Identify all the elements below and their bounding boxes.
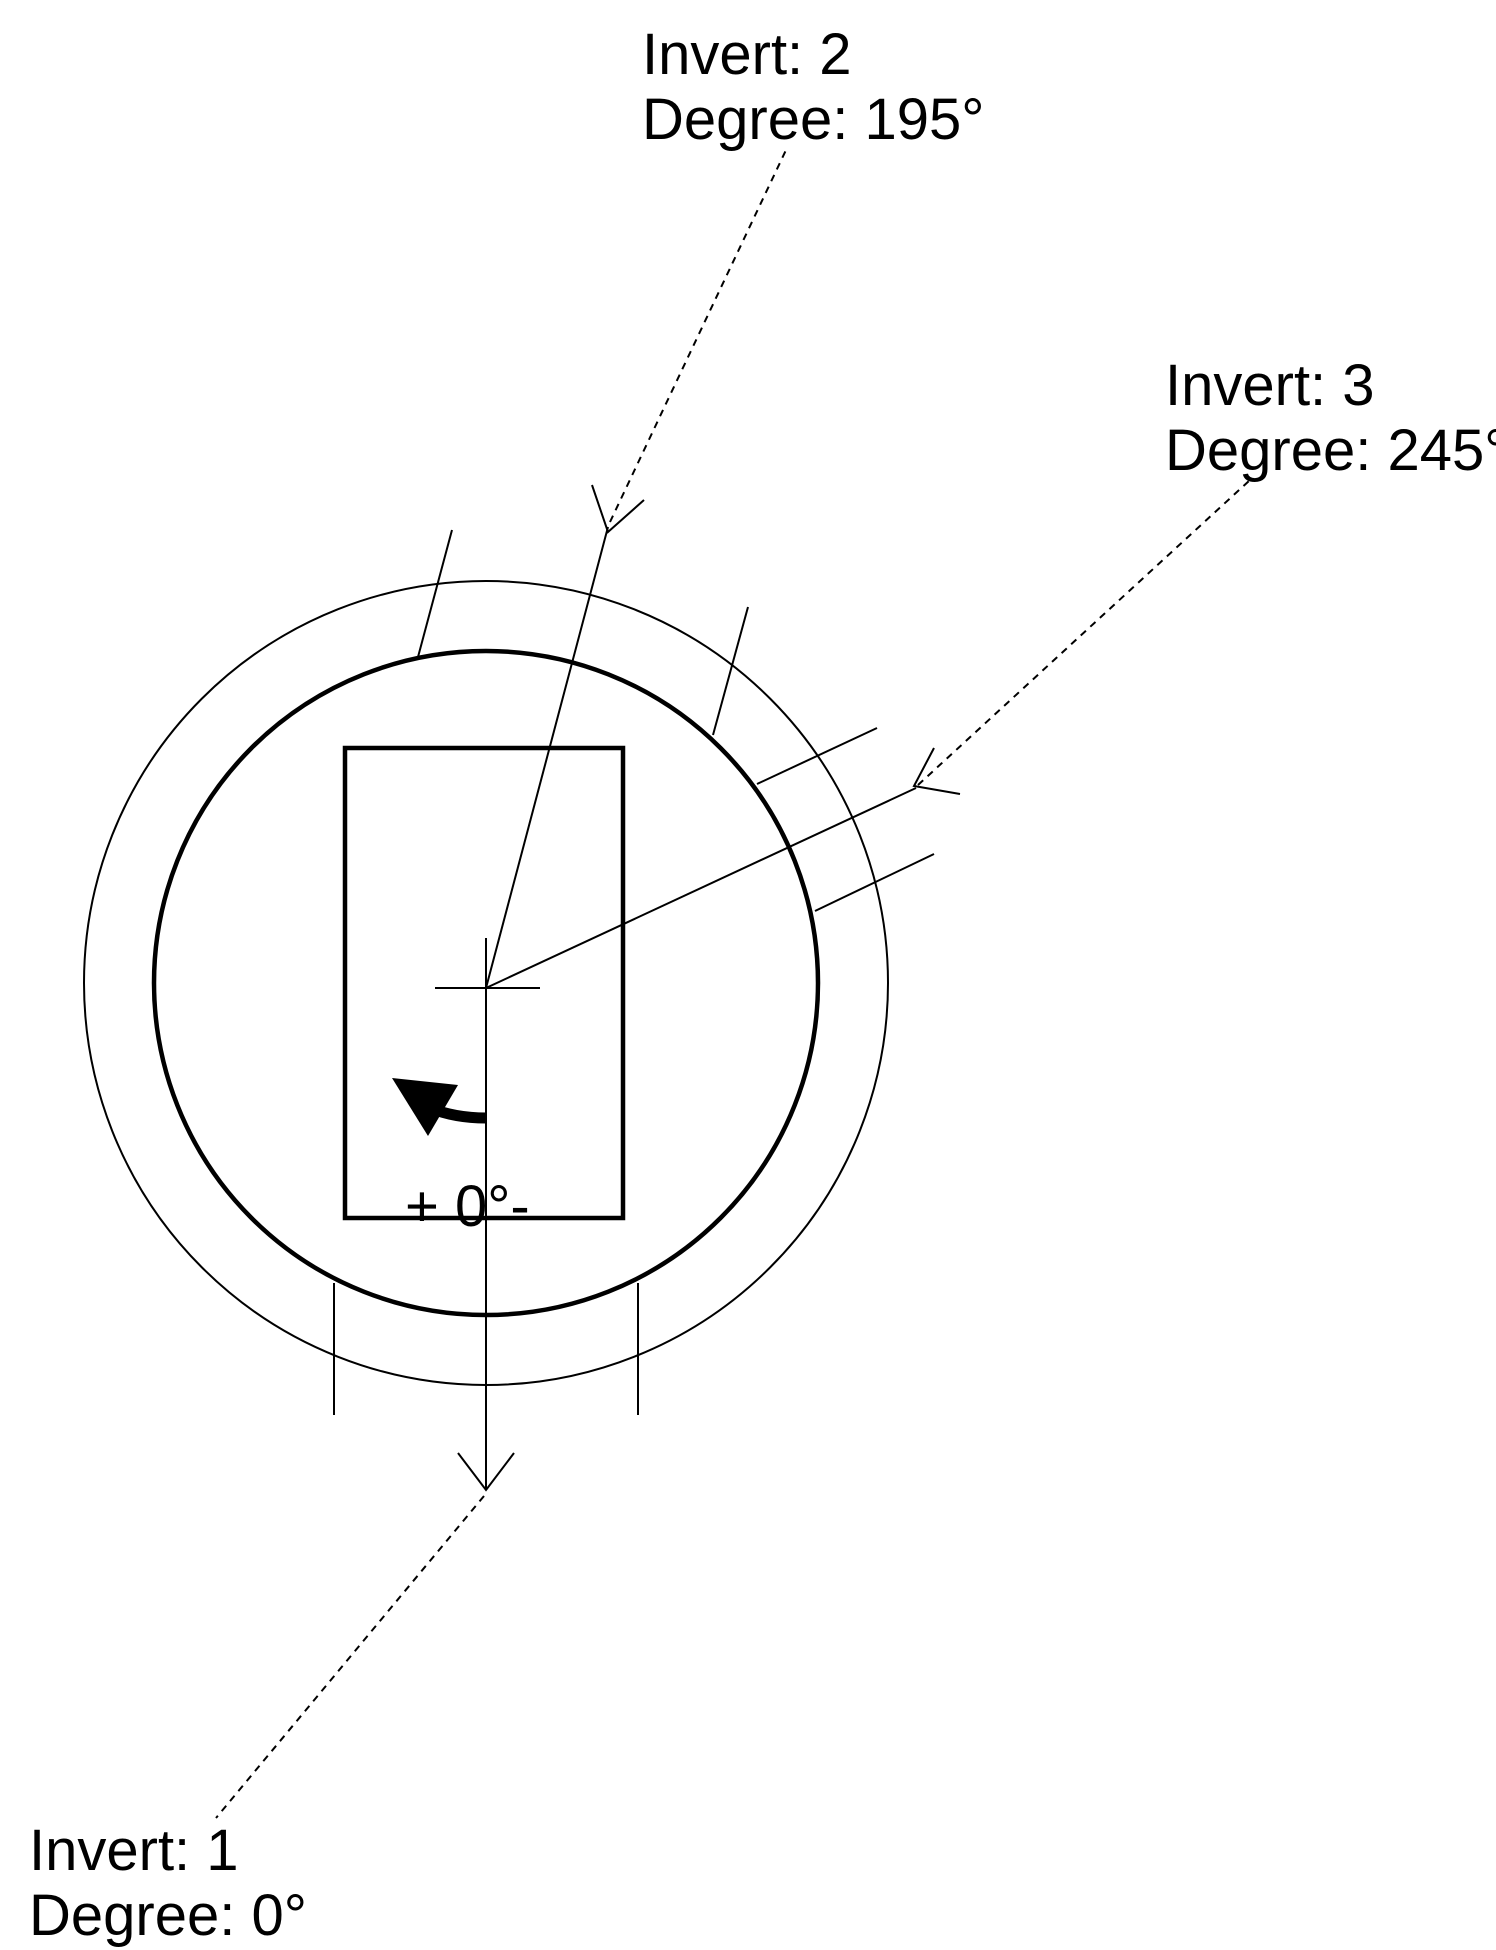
invert-1-label: Invert: 1 xyxy=(29,1818,239,1883)
invert-3-arrowhead xyxy=(912,747,961,795)
invert-3-leader-line xyxy=(917,479,1251,786)
invert-3-label: Invert: 3 xyxy=(1165,353,1375,418)
invert-2-pipe-edge-left xyxy=(417,529,453,658)
structure-rectangle xyxy=(342,745,626,1221)
invert-2-degree: Degree: 195° xyxy=(642,87,984,152)
invert-1-arrowhead xyxy=(457,1452,515,1492)
invert-1-pipe xyxy=(215,988,639,1819)
rotation-label: + 0°- xyxy=(405,1174,530,1239)
invert-2-centerline xyxy=(485,526,609,989)
invert-2-leader-line xyxy=(609,149,787,523)
invert-2-arrowhead xyxy=(591,484,645,534)
invert-3-pipe-edge-upper xyxy=(756,727,878,785)
rotation-arrow-icon xyxy=(392,1078,487,1136)
invert-1-leader-line xyxy=(215,1495,485,1819)
invert-2-pipe-edge-right xyxy=(712,606,749,736)
invert-3-centerline xyxy=(485,787,917,989)
invert-3-pipe xyxy=(485,479,1251,989)
invert-2-label: Invert: 2 xyxy=(642,22,852,87)
invert-2-pipe xyxy=(417,149,787,989)
invert-3-degree: Degree: 245° xyxy=(1165,418,1496,483)
invert-1-degree: Degree: 0° xyxy=(29,1883,307,1948)
invert-3-pipe-edge-lower xyxy=(814,853,935,912)
